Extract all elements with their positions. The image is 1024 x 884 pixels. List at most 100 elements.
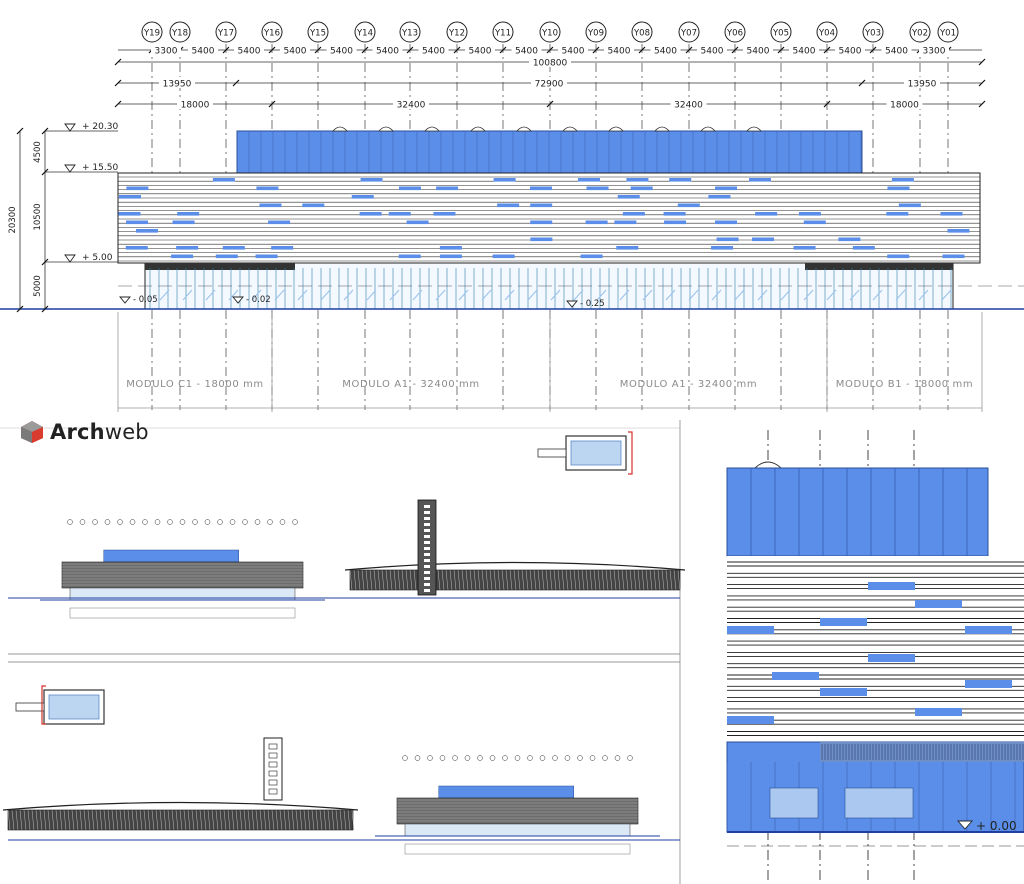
mini-grid-bubble [439, 755, 446, 761]
blue-louvre-panel [118, 195, 141, 199]
mini-grid-bubble [627, 755, 633, 761]
stadium-column [481, 569, 485, 591]
stadium-column [287, 809, 291, 831]
bay-dimension-label: 5400 [330, 47, 353, 57]
stadium-column [525, 569, 529, 591]
stadium-column [517, 569, 521, 591]
blue-louvre-panel [677, 203, 700, 208]
stadium-column [445, 569, 449, 591]
key-plan-roof [48, 694, 100, 720]
bay-dimension-label-bg [188, 44, 218, 55]
blue-louvre-panel [852, 246, 875, 250]
mini-grid-bubble [292, 519, 298, 525]
mini-grid-bubble [477, 755, 483, 761]
detail-blue-panel [727, 626, 774, 634]
mini-grid-bubble [267, 519, 273, 525]
bay-dimension-label: 5400 [562, 47, 585, 57]
stadium-column [119, 809, 123, 831]
bay-dimension-label: 3300 [155, 47, 178, 57]
tower-window [424, 577, 430, 580]
stadium-column [259, 809, 263, 831]
brand-name-bold: Arch [50, 420, 105, 444]
stadium-column [347, 809, 351, 831]
third-dimension-label: 32400 [397, 101, 426, 111]
stadium-column [255, 809, 259, 831]
stadium-column [621, 569, 625, 591]
grid-axis-bubble [909, 21, 931, 43]
blue-louvre-panel [398, 186, 421, 191]
grid-axis-bubble [770, 21, 792, 43]
grid-axis-bubble [169, 21, 191, 43]
blue-louvre-panel [752, 237, 775, 242]
stadium-column [385, 569, 389, 591]
blue-louvre-panel [255, 254, 278, 259]
bay-dimension-label-bg [558, 44, 588, 55]
stadium-column [497, 569, 501, 591]
stadium-column [473, 569, 477, 591]
stadium-column [231, 809, 235, 831]
grid-axis-label: Y05 [772, 29, 789, 39]
tower-window [424, 535, 430, 538]
grid-axis-label: Y01 [939, 29, 956, 39]
glass-reflection [435, 289, 446, 301]
stadium-column [87, 809, 91, 831]
bay-dimension-label: 5400 [885, 47, 908, 57]
stadium-column [549, 569, 553, 591]
bay-dimension-label: 5400 [422, 47, 445, 57]
detail-blue-panel [727, 716, 774, 724]
grid-axis-bubble [539, 21, 561, 43]
stadium-column [79, 809, 83, 831]
glass-reflection [895, 289, 906, 301]
glass-reflection [389, 289, 400, 301]
stadium-column [533, 569, 537, 591]
brand-name-rest: web [104, 420, 149, 444]
grid-axis-bubble [307, 21, 329, 43]
grid-axis-label: Y11 [494, 29, 511, 39]
glass-reflection [274, 289, 285, 301]
blue-louvre-panel [433, 212, 456, 216]
third-dimension-tick [268, 100, 276, 108]
bay-dimension-tick [222, 46, 230, 54]
bay-dimension-tick [823, 46, 831, 54]
mini-grid-bubble [539, 755, 546, 761]
stadium-column [565, 569, 569, 591]
stadium-column [107, 809, 111, 831]
stadium-column [167, 809, 171, 831]
detail-level-label: + 0.00 [976, 819, 1017, 833]
stadium-column [19, 809, 23, 831]
grid-axis-bubble [354, 21, 376, 43]
second-dimension-tick [858, 79, 866, 87]
blue-louvre-panel [302, 203, 325, 208]
tower-window [424, 583, 430, 586]
stadium-column [191, 809, 195, 831]
mini-louvre-facade [396, 797, 639, 825]
bay-dimension-label: 5400 [469, 47, 492, 57]
stadium-column [465, 569, 469, 591]
module-label: MODULO A1 - 32400 mm [342, 379, 479, 390]
glass-reflection [366, 289, 377, 301]
glass-reflection [550, 289, 561, 301]
stadium-column [645, 569, 649, 591]
level-triangle [566, 300, 578, 308]
stadium-column [569, 569, 573, 591]
stadium-column [223, 809, 227, 831]
bay-dimension-label: 5400 [192, 47, 215, 57]
blue-louvre-panel [172, 220, 195, 225]
mini-grid-bubble [427, 755, 433, 761]
mini-grid-bubble [254, 519, 261, 525]
detail-blue-volume [726, 467, 989, 557]
bay-dimension-label-bg [234, 44, 264, 55]
grid-axis-label: Y12 [448, 29, 465, 39]
stadium-column [91, 809, 95, 831]
bay-dimension-label-bg [789, 44, 819, 55]
blue-louvre-panel [614, 220, 637, 225]
detail-blue-panel [915, 600, 962, 608]
level-markers: + 20.30+ 15.50+ 5.00- 0.05- 0.02- 0.2545… [8, 122, 605, 313]
glass-reflection [596, 289, 607, 301]
vertical-dimension-tick [16, 305, 24, 313]
blue-louvre-panel [171, 254, 194, 259]
stadium-column [235, 809, 239, 831]
mini-grid-bubble [577, 755, 583, 761]
detail-canopy [820, 742, 1024, 762]
